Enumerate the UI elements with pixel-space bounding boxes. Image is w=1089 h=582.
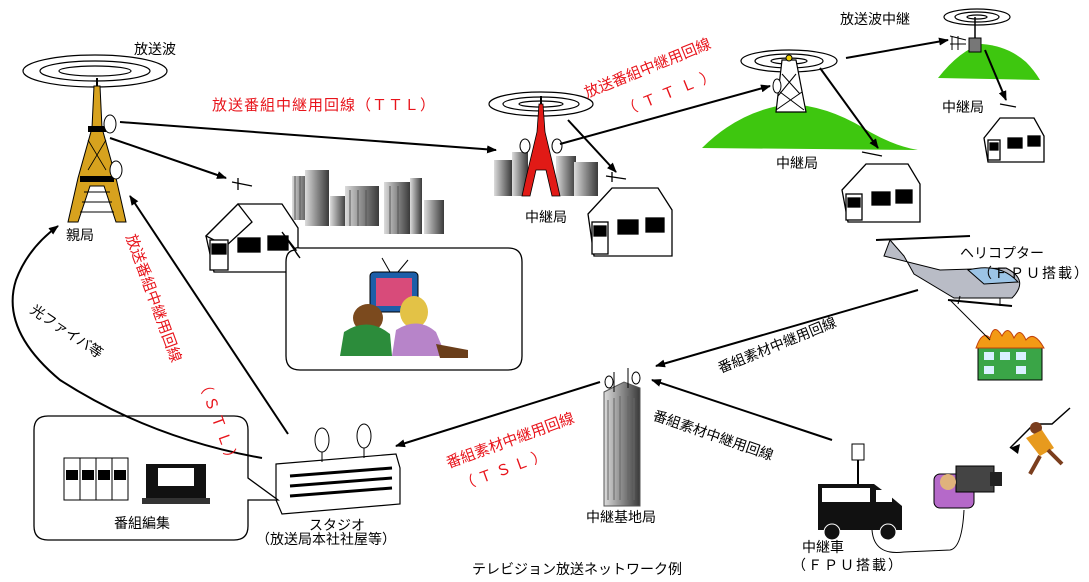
athlete-icon (1009, 407, 1071, 475)
equipment-racks-icon (63, 457, 129, 501)
house-left-icon (204, 178, 299, 273)
label-relay-base-station: 中継基地局 (586, 510, 656, 526)
arrow-right-to-house (984, 49, 1007, 101)
relay-base-building-icon (603, 368, 641, 507)
label-ttl-1: 放送番組中継用回線（ＴＴＬ） (212, 96, 437, 114)
relay-van-icon (818, 443, 965, 554)
editing-bubble (33, 415, 280, 541)
fire-building-icon (975, 329, 1045, 381)
studio-building-icon (275, 423, 401, 515)
arrow-ttl-center-to-mountain (559, 84, 771, 145)
label-studio-line2: （放送局本社社屋等） (256, 532, 396, 548)
editing-console-icon (142, 464, 210, 504)
arrow-main-to-house-left (109, 137, 227, 179)
wave-rings-right (943, 8, 1011, 26)
label-studio-line1: スタジオ (309, 518, 365, 534)
helicopter-icon (875, 235, 1021, 307)
label-relay-van-line2: （ＦＰＵ搭載） (792, 558, 904, 574)
label-helicopter-line1: ヘリコプター (960, 246, 1044, 262)
label-relay-van-line1: 中継車 (802, 540, 844, 556)
label-helicopter-line2: （ＦＰＵ搭載） (978, 266, 1089, 282)
relay-tower-center-icon (494, 96, 598, 197)
label-relay-station-center: 中継局 (525, 210, 567, 226)
label-main-station: 親局 (66, 228, 94, 244)
link-arrows (11, 37, 1007, 459)
arrow-relay-mountain-to-right (845, 37, 949, 59)
label-broadcast-wave: 放送波 (134, 42, 176, 58)
house-center-icon (587, 172, 673, 257)
camera-operator-icon (933, 465, 1002, 509)
label-editing: 番組編集 (114, 516, 170, 532)
arrow-optical-fiber (11, 225, 263, 459)
arrow-stl-studio-to-main (129, 195, 289, 435)
wave-rings-main (22, 54, 168, 88)
diagram-caption: テレビジョン放送ネットワーク例 (472, 562, 682, 578)
arrow-ttl-main-to-center (119, 121, 497, 154)
main-tower-icon (67, 78, 127, 223)
label-relay-station-mountain: 中継局 (776, 156, 818, 172)
arrow-heli-to-base (655, 289, 919, 368)
arrow-van-to-base (651, 379, 833, 441)
house-mountain-icon (841, 151, 921, 223)
city-buildings-left (292, 170, 444, 234)
small-relay-right-icon (938, 17, 1040, 80)
label-broadcast-wave-relay: 放送波中継 (840, 12, 910, 28)
heli-to-fire-line (949, 299, 991, 341)
label-relay-station-right: 中継局 (942, 100, 984, 116)
mountain-relay-icon (702, 54, 918, 150)
arrow-base-to-studio (395, 381, 601, 448)
arrow-center-to-house (567, 119, 617, 173)
arrow-mountain-to-house (819, 67, 879, 149)
tv-viewing-bubble (281, 231, 523, 371)
house-right-icon (983, 103, 1045, 163)
